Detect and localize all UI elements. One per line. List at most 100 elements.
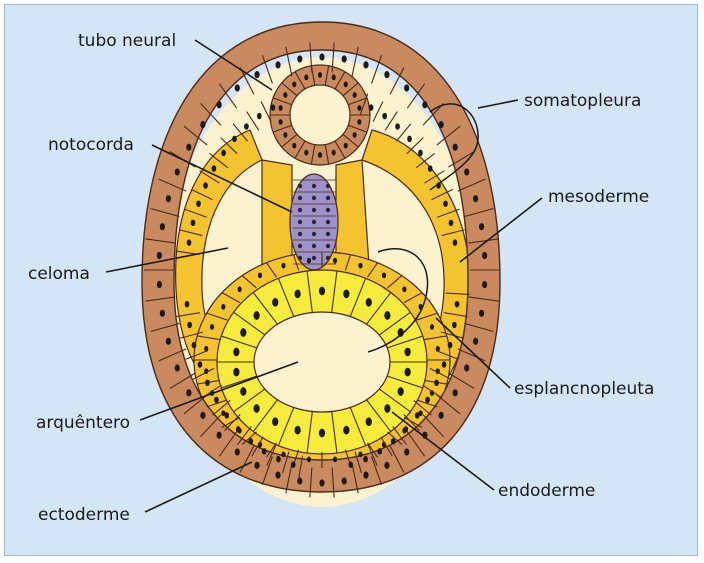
cell-wall bbox=[158, 178, 187, 192]
cell-nucleus bbox=[165, 195, 172, 203]
esplancnopleuta-bracket bbox=[367, 247, 429, 353]
cell-wall bbox=[218, 83, 238, 109]
cell-nucleus bbox=[482, 280, 488, 289]
cell-wall bbox=[392, 426, 407, 445]
cell-nucleus bbox=[358, 262, 363, 269]
cell-nucleus bbox=[240, 387, 247, 396]
cell-nucleus bbox=[382, 112, 388, 120]
cell-wall bbox=[389, 445, 405, 473]
cell-wall bbox=[416, 312, 438, 321]
cell-wall bbox=[429, 367, 452, 380]
cell-nucleus bbox=[203, 182, 208, 189]
cell-nucleus bbox=[235, 426, 241, 433]
cell-nucleus bbox=[304, 149, 309, 156]
cell-nucleus bbox=[363, 455, 368, 463]
cell-wall bbox=[468, 296, 499, 302]
cell-nucleus bbox=[452, 239, 458, 246]
cell-nucleus bbox=[306, 456, 312, 463]
cell-wall bbox=[306, 411, 313, 454]
cell-wall bbox=[239, 445, 255, 473]
cell-nucleus bbox=[464, 168, 470, 176]
cell-nucleus bbox=[358, 451, 363, 458]
cell-nucleus bbox=[297, 231, 303, 237]
cell-nucleus bbox=[384, 404, 391, 413]
cell-nucleus bbox=[174, 364, 180, 372]
cell-nucleus bbox=[214, 396, 219, 404]
leader-celoma bbox=[105, 247, 229, 273]
cell-wall bbox=[448, 151, 475, 168]
cell-wall bbox=[310, 144, 316, 165]
cell-wall bbox=[440, 331, 465, 339]
cell-wall bbox=[445, 292, 470, 295]
cell-nucleus bbox=[438, 121, 444, 129]
cell-wall bbox=[145, 238, 176, 244]
cell-wall bbox=[310, 65, 316, 86]
cell-wall bbox=[406, 431, 426, 457]
cell-nucleus bbox=[438, 411, 444, 419]
cell-wall bbox=[367, 442, 378, 458]
cell-wall bbox=[387, 375, 423, 389]
cell-nucleus bbox=[448, 219, 454, 227]
cell-nucleus bbox=[418, 410, 423, 417]
mesoderm-cells bbox=[175, 93, 470, 478]
cell-wall bbox=[266, 262, 277, 278]
cell-nucleus bbox=[425, 396, 430, 404]
cell-nucleus bbox=[186, 239, 192, 246]
cell-nucleus bbox=[404, 347, 411, 357]
cell-wall bbox=[200, 102, 222, 126]
cell-nucleus bbox=[233, 367, 240, 377]
cell-nucleus bbox=[363, 61, 369, 69]
cell-wall bbox=[441, 229, 465, 237]
cell-nucleus bbox=[283, 92, 288, 98]
cell-nucleus bbox=[318, 286, 326, 296]
cell-wall bbox=[403, 416, 423, 428]
cell-wall bbox=[237, 426, 252, 445]
cell-wall bbox=[351, 463, 359, 494]
cell-wall bbox=[387, 335, 423, 349]
cell-wall bbox=[298, 455, 304, 478]
cell-nucleus bbox=[297, 195, 303, 201]
cell-wall bbox=[150, 207, 180, 218]
cell-nucleus bbox=[441, 361, 447, 368]
cell-wall bbox=[413, 400, 432, 416]
cell-nucleus bbox=[311, 255, 317, 261]
cell-nucleus bbox=[275, 471, 281, 479]
cell-nucleus bbox=[221, 410, 226, 417]
cell-nucleus bbox=[190, 219, 196, 227]
cell-wall bbox=[281, 82, 298, 97]
cell-nucleus bbox=[281, 262, 286, 269]
somatopleura-bracket bbox=[429, 103, 479, 191]
cell-nucleus bbox=[221, 303, 226, 310]
cell-nucleus bbox=[404, 448, 410, 456]
leader-notocorda bbox=[151, 144, 293, 213]
cell-wall bbox=[246, 111, 260, 131]
cell-wall bbox=[366, 292, 392, 325]
cell-wall bbox=[232, 123, 248, 142]
cell-nucleus bbox=[292, 81, 297, 88]
cell-wall bbox=[233, 388, 266, 413]
cell-wall bbox=[431, 188, 454, 201]
cell-wall bbox=[241, 431, 257, 445]
cell-nucleus bbox=[482, 251, 488, 260]
cell-nucleus bbox=[443, 200, 448, 207]
cell-nucleus bbox=[384, 311, 391, 320]
cell-wall bbox=[348, 124, 368, 133]
cell-wall bbox=[380, 436, 393, 457]
cell-wall bbox=[294, 140, 306, 159]
cell-nucleus bbox=[325, 195, 331, 201]
endoderm-cells bbox=[217, 270, 427, 454]
neural-tube-lumen bbox=[289, 84, 351, 146]
label-celoma: celoma bbox=[28, 264, 90, 284]
cell-nucleus bbox=[384, 71, 390, 79]
cell-nucleus bbox=[294, 289, 301, 299]
cell-nucleus bbox=[404, 367, 411, 377]
cell-nucleus bbox=[452, 389, 458, 397]
cell-nucleus bbox=[156, 251, 162, 260]
cell-nucleus bbox=[319, 479, 325, 487]
cell-nucleus bbox=[332, 456, 338, 463]
cell-wall bbox=[324, 144, 330, 165]
cell-nucleus bbox=[278, 105, 283, 111]
cell-wall bbox=[444, 312, 468, 318]
cell-nucleus bbox=[209, 324, 215, 330]
cell-wall bbox=[261, 456, 273, 486]
